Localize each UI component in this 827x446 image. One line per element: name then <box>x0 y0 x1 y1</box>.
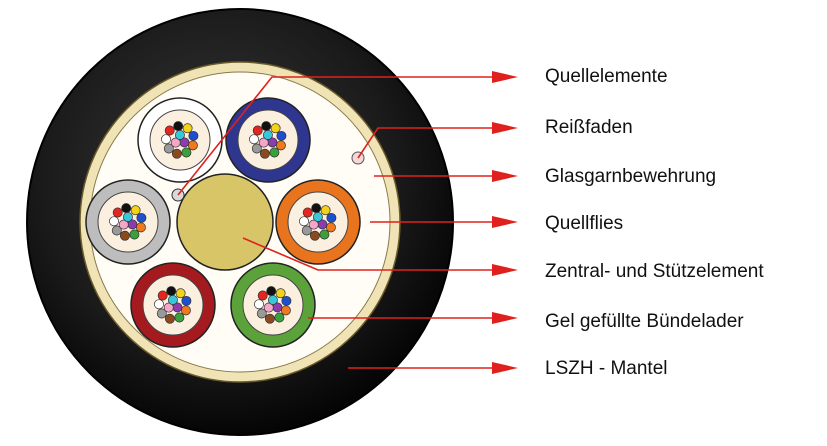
optical-fibre <box>302 207 313 218</box>
optical-fibre <box>276 130 287 141</box>
optical-fibre <box>251 143 262 154</box>
optical-fibre <box>259 148 270 159</box>
optical-fibre <box>166 286 177 297</box>
tube-gel-filling <box>97 191 159 253</box>
leader-line-reissfaden <box>357 127 492 159</box>
optical-fibre <box>174 130 185 140</box>
optical-fibre <box>262 130 273 140</box>
optical-fibre <box>180 305 191 316</box>
optical-fibre <box>256 308 267 319</box>
optical-fibre <box>188 130 199 141</box>
label-gel-gefuellte-buendelader: Gel gefüllte Bündelader <box>545 311 744 332</box>
optical-fibre <box>135 222 146 233</box>
optical-fibre <box>175 288 186 299</box>
optical-fibre <box>325 222 336 233</box>
optical-fibre <box>311 203 322 214</box>
optical-fibre <box>181 147 192 158</box>
optical-fibre <box>263 302 274 313</box>
optical-fibre <box>269 147 280 158</box>
tube-gel-filling <box>242 274 304 336</box>
optical-fibre <box>167 295 178 305</box>
optical-fibre <box>129 229 140 240</box>
optical-fibre <box>161 134 171 145</box>
optical-fibre <box>164 125 175 136</box>
optical-fibre <box>112 207 123 218</box>
optical-fibre <box>173 121 184 132</box>
optical-fibre <box>266 286 277 297</box>
central-strength-member <box>176 173 274 271</box>
optical-fibre <box>299 216 309 227</box>
optical-fibre <box>257 290 268 301</box>
optical-fibre <box>254 299 264 310</box>
optical-fibre <box>280 305 291 316</box>
arrowhead-glasgarnbewehrung <box>492 170 518 182</box>
arrowhead-quellelemente <box>492 71 518 83</box>
optical-fibre <box>252 125 263 136</box>
optical-fibre <box>274 312 285 323</box>
label-glasgarnbewehrung: Glasgarnbewehrung <box>545 166 717 187</box>
optical-fibre <box>119 230 130 241</box>
optical-fibre <box>163 302 174 313</box>
optical-fibre <box>171 148 182 159</box>
leader-line-quellelemente <box>177 76 492 196</box>
optical-fibre <box>154 299 164 310</box>
optical-fibre <box>174 312 185 323</box>
arrowhead-zentral <box>492 264 518 276</box>
tube-gel-filling <box>149 109 211 171</box>
tube-gel-filling <box>142 274 204 336</box>
optical-fibre <box>157 290 168 301</box>
optical-fibre <box>181 295 192 306</box>
optical-fibre <box>163 143 174 154</box>
optical-fibre <box>130 205 141 216</box>
optical-fibre <box>270 123 281 134</box>
optical-fibre <box>264 313 275 324</box>
leader-lines <box>177 71 518 374</box>
tube-gel-filling <box>287 191 349 253</box>
leader-line-zentral <box>242 237 492 271</box>
optical-fibre <box>309 230 320 241</box>
optical-fibre <box>301 225 312 236</box>
label-lszh-mantel: LSZH - Mantel <box>545 358 668 379</box>
optical-fibre <box>267 295 278 305</box>
label-reissfaden: Reißfaden <box>545 117 633 138</box>
optical-fibre <box>312 212 323 222</box>
optical-fibre <box>109 216 119 227</box>
tube-gel-filling <box>237 109 299 171</box>
label-quellelemente: Quellelemente <box>545 66 668 87</box>
optical-fibre <box>182 123 193 134</box>
optical-fibre <box>320 205 331 216</box>
label-quellflies: Quellflies <box>545 213 624 234</box>
optical-fibre <box>164 313 175 324</box>
label-zentral-und-stuetzelement: Zentral- und Stützelement <box>545 261 764 282</box>
optical-fibre <box>122 212 133 222</box>
arrowhead-mantel <box>492 362 518 374</box>
optical-fibre <box>308 219 319 230</box>
arrowhead-reissfaden <box>492 122 518 134</box>
optical-fibre <box>275 140 286 151</box>
optical-fibre <box>156 308 167 319</box>
optical-fibre <box>111 225 122 236</box>
optical-fibre <box>258 137 269 148</box>
optical-fibre <box>170 137 181 148</box>
optical-fibre <box>281 295 292 306</box>
arrowhead-buendelader <box>492 312 518 324</box>
optical-fibre <box>261 121 272 132</box>
arrowhead-quellflies <box>492 216 518 228</box>
optical-fibre <box>275 288 286 299</box>
optical-fibre <box>121 203 132 214</box>
optical-fibre <box>326 212 337 223</box>
optical-fibre <box>136 212 147 223</box>
loose-tubes <box>85 97 361 348</box>
optical-fibre <box>187 140 198 151</box>
optical-fibre <box>319 229 330 240</box>
optical-fibre <box>118 219 129 230</box>
optical-fibre <box>249 134 259 145</box>
